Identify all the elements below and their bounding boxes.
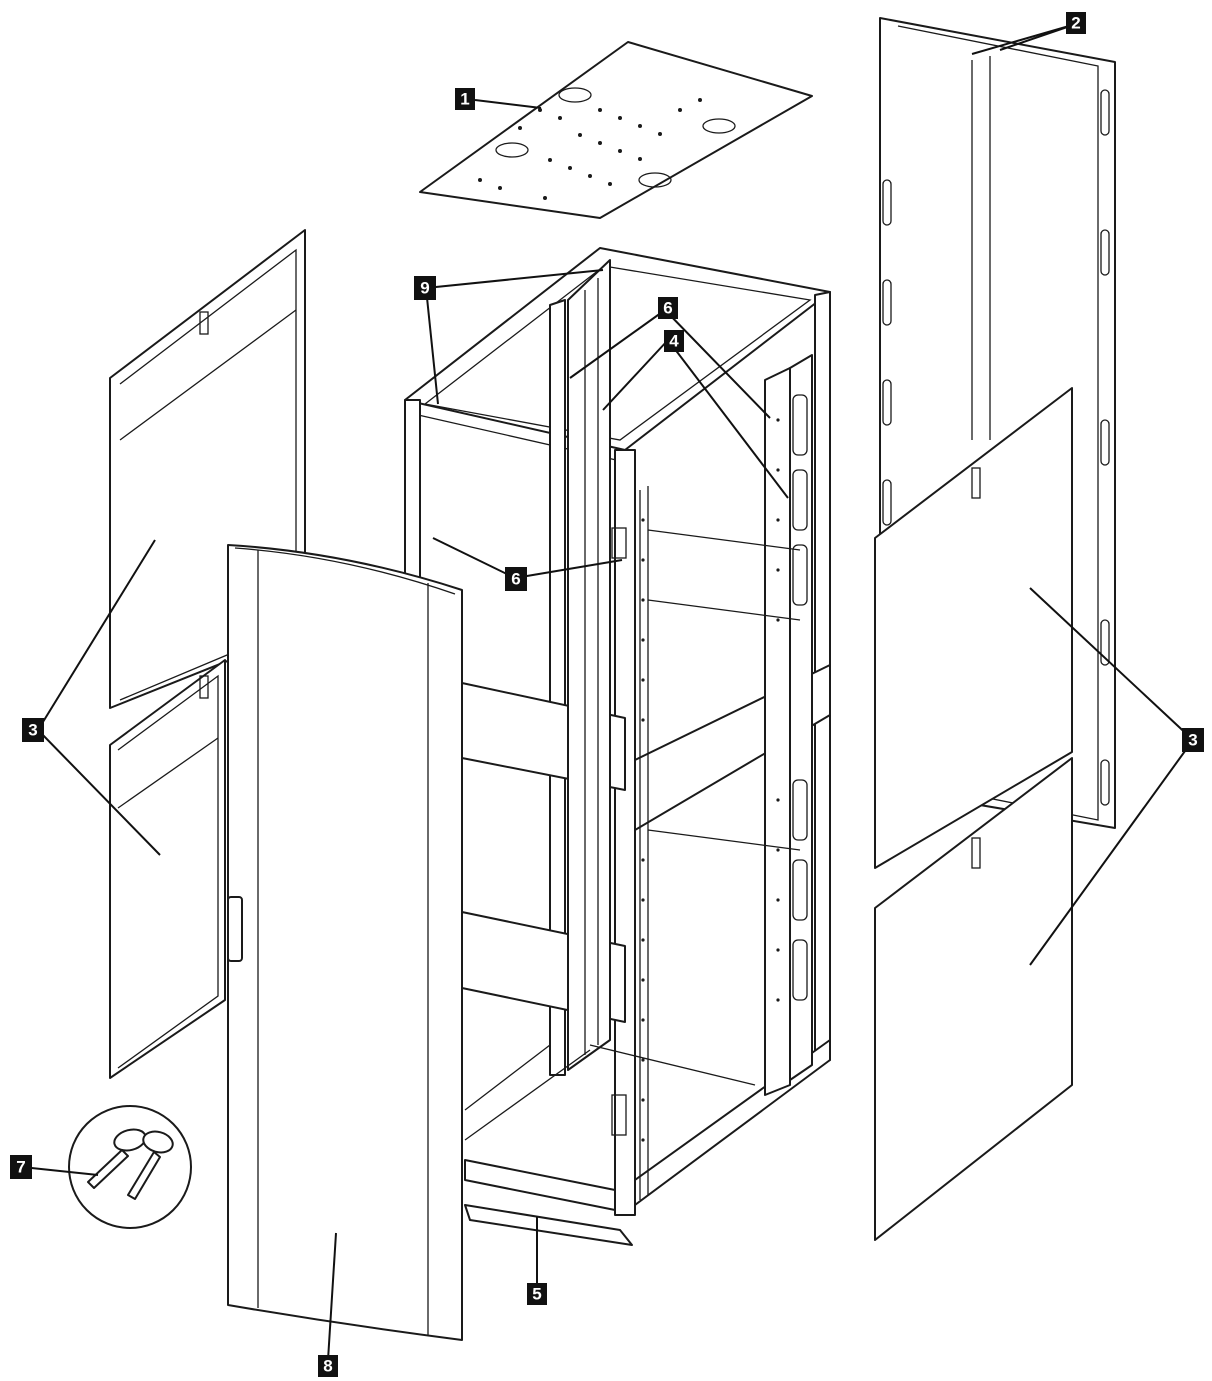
callout-3-right: 3 [1182,728,1204,752]
callout-9-label: 9 [420,279,429,298]
callout-9: 9 [414,276,436,300]
right-side-panel-upper [874,387,1073,869]
callout-6-lower: 6 [505,567,527,591]
callout-6-lower-label: 6 [511,570,520,589]
callout-1: 1 [455,88,475,110]
callout-3-right-label: 3 [1188,731,1197,750]
callout-3-left: 3 [22,718,44,742]
callout-2-label: 2 [1071,14,1080,33]
left-side-panel-lower [109,659,226,1079]
callout-5-label: 5 [532,1285,541,1304]
right-side-panel-lower [874,757,1073,1241]
callout-5: 5 [527,1283,547,1305]
callout-8: 8 [318,1355,338,1377]
callout-2: 2 [1066,12,1086,34]
callout-7-label: 7 [16,1158,25,1177]
leader-lines [21,23,1194,1361]
key-pair-icon [68,1105,192,1229]
top-roof-panel [419,41,813,219]
callout-6-upper: 6 [658,297,678,319]
callout-1-label: 1 [460,90,469,109]
roof-vent-holes [478,98,702,200]
callout-4-label: 4 [669,332,679,351]
callout-8-label: 8 [323,1357,332,1376]
callout-6-upper-label: 6 [663,299,672,318]
callout-3-left-label: 3 [28,721,37,740]
front-door [227,544,463,1341]
cabinet-frame [404,247,831,1246]
callout-4: 4 [664,330,684,352]
callout-7: 7 [10,1155,32,1179]
mounting-rail-holes [641,418,780,1142]
